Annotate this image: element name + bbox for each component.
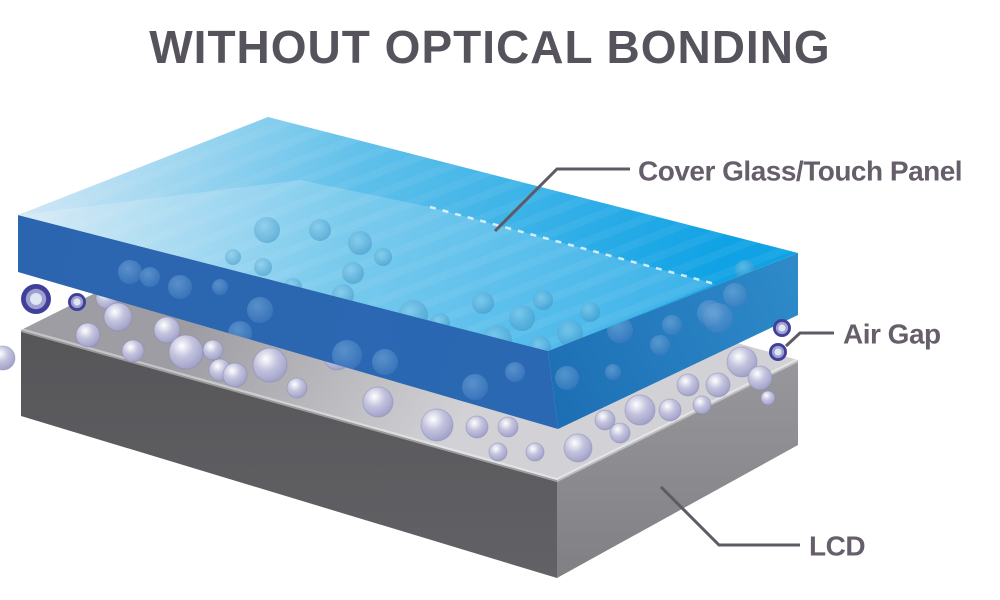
bubble [509,305,535,331]
bubble [225,249,241,265]
lcd-front-left-face [21,330,557,578]
glass-hatch-edge [429,205,716,286]
lcd-leader-line [659,485,800,547]
bubble [703,303,733,333]
bubble [202,339,224,361]
bubble [705,372,731,398]
bubble [0,345,16,371]
bubbles-through-front-faces [118,260,747,400]
bubble [374,248,392,266]
bubble [30,293,42,305]
bubble [168,275,192,299]
bubble [488,442,508,462]
bubble [747,365,773,391]
bubble [533,290,553,310]
cover-glass-leader-line [493,167,630,233]
diagram-title: WITHOUT OPTICAL BONDING [149,21,830,73]
bubble [465,415,489,439]
bubble [254,258,272,276]
bubble [525,442,545,462]
ring-bubbles [21,284,791,361]
bubble [462,374,488,400]
bubble [650,335,670,355]
lcd-label: LCD [809,531,865,562]
bubble [529,336,551,351]
bubble [75,322,101,348]
bubble [222,362,248,388]
bubble [778,324,786,332]
bubble [676,373,700,397]
bubble [118,260,142,284]
bubble [252,347,288,383]
bubble [420,408,454,442]
bubble [723,283,747,307]
bubble [73,298,81,306]
bubble [121,339,145,363]
bubble [472,292,494,314]
lcd-edge-highlight [20,328,799,483]
bubble [332,340,362,370]
bubble [286,377,308,399]
bubble [342,262,364,284]
air-gap-leader-line [784,331,834,348]
bubble [662,315,682,335]
bubble [580,302,600,322]
bubble [497,416,519,438]
bubble [212,279,228,295]
cover-glass-label: Cover Glass/Touch Panel [638,156,962,187]
bubble [726,346,758,378]
bubble [658,398,682,422]
bubble [692,395,712,415]
bubble [153,316,181,344]
bubble [309,219,331,241]
cover-glass-top-face [18,117,798,351]
bubble [555,366,579,390]
bubble [103,302,133,332]
annotations: Cover Glass/Touch Panel Air Gap LCD WITH… [149,21,962,562]
bubble [563,433,593,463]
bubble [557,320,583,346]
lcd-front-right-face [557,360,798,578]
bubble [254,217,280,243]
bubble [140,267,160,287]
bubble [774,348,782,356]
bubble [372,349,398,375]
bubble [168,334,204,370]
bubble [505,362,525,382]
bubble [624,394,656,426]
bubble [247,297,273,323]
bubble [760,390,776,406]
bubble [605,364,621,380]
air-gap-label: Air Gap [843,319,941,350]
bubble [362,386,394,418]
bubble [348,231,372,255]
bubble [609,422,631,444]
bubble [594,409,616,431]
